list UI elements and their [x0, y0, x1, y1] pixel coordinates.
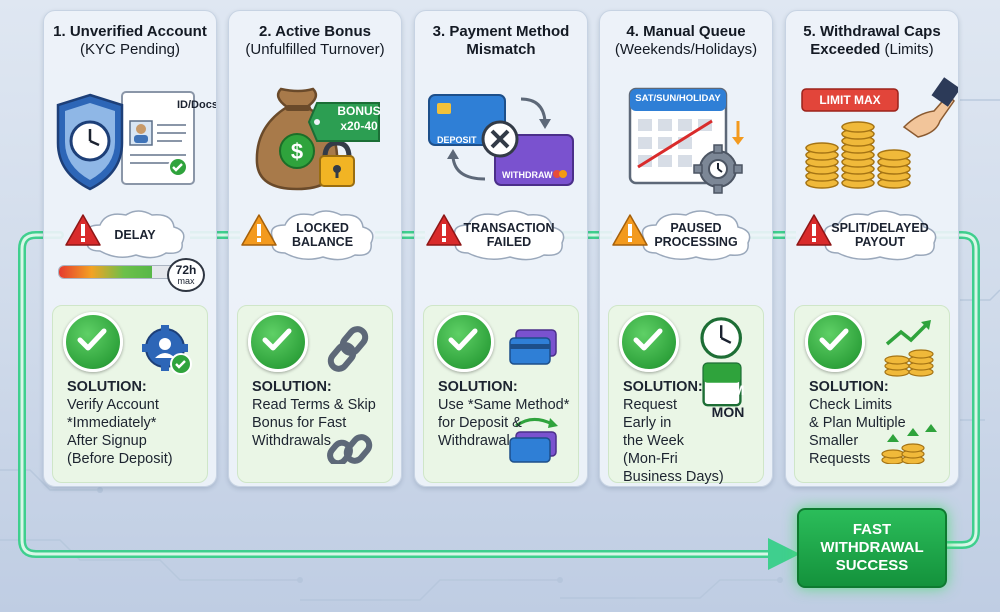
user-gear-icon: [142, 325, 192, 375]
solution-text: Use *Same Method* for Deposit & Withdraw…: [438, 397, 570, 449]
gear-icon: [693, 144, 743, 194]
card-title-main: 4. Manual Queue: [626, 23, 746, 40]
timer-badge: 72h max: [167, 258, 205, 292]
solution-heading: SOLUTION:: [67, 379, 147, 395]
solution-panel: 9 AM MON SOLUTION: Request Early in the …: [608, 305, 764, 485]
progress-fill: [59, 266, 152, 278]
alarm-clock-icon: [700, 317, 742, 407]
issue-cloud-locked-balance: LOCKED BALANCE: [265, 207, 380, 263]
svg-text:$: $: [291, 139, 303, 164]
card-title-sub: (Weekends/Holidays): [614, 41, 758, 58]
issue-cloud-paused-processing: PAUSED PROCESSING: [636, 207, 756, 263]
bonus-tag-line1: BONUS: [337, 104, 381, 118]
card-title: 2. Active Bonus (Unfulfilled Turnover): [229, 23, 401, 59]
solution-panel: SOLUTION: Verify Account *Immediately* A…: [52, 305, 208, 483]
solution-panel: SOLUTION: Read Terms & Skip Bonus for Fa…: [237, 305, 393, 483]
card-title-sub: (Limits): [884, 41, 934, 58]
money-bag-lock-illustration: $: [255, 87, 380, 191]
checkmark-icon: [619, 312, 679, 372]
issue-label: PAUSED PROCESSING: [654, 221, 738, 249]
card-title-main: 2. Active Bonus: [259, 23, 371, 40]
solution-heading: SOLUTION:: [809, 379, 889, 395]
warning-icon: [426, 214, 462, 246]
dollar-coin-icon: [279, 133, 315, 169]
doc-label: ID/Docs: [177, 99, 217, 111]
card-title-main: 1. Unverified Account: [53, 23, 207, 40]
solution-text: Read Terms & Skip Bonus for Fast Withdra…: [252, 397, 376, 449]
warning-icon: [612, 214, 648, 246]
shield-document-illustration: [56, 91, 195, 191]
verification-progress-bar: [58, 265, 176, 279]
hand-icon: [902, 93, 955, 138]
growing-coins-icon: [881, 320, 937, 464]
day-label: MON: [711, 404, 745, 420]
withdraw-card-label: WITHDRAW: [502, 170, 553, 180]
checkmark-icon: [63, 312, 123, 372]
padlock-icon: [319, 140, 355, 187]
swap-arrow-icon: [520, 97, 547, 122]
card-title: 1. Unverified Account (KYC Pending): [44, 23, 216, 59]
chain-link-icon: [327, 326, 373, 464]
card-title-main: 5. Withdrawal Caps Exceeded: [803, 23, 941, 58]
solution-text: Check Limits & Plan Multiple Smaller Req…: [809, 397, 906, 467]
solution-heading: SOLUTION:: [252, 379, 332, 395]
solution-text: Request Early in the Week (Mon-Fri Busin…: [623, 397, 724, 485]
warning-icon: [65, 214, 101, 246]
issue-cloud-split-payout: SPLIT/DELAYED PAYOUT: [818, 207, 942, 263]
card-title: 3. Payment Method Mismatch: [415, 23, 587, 59]
solution-heading: SOLUTION:: [623, 379, 703, 395]
issue-label: LOCKED BALANCE: [291, 221, 354, 249]
coin-stacks-limit-illustration: [801, 77, 958, 189]
timer-value: 72h: [175, 263, 197, 277]
solution-panel: SOLUTION: Use *Same Method* for Deposit …: [423, 305, 579, 483]
issue-cloud-transaction-failed: TRANSACTION FAILED: [448, 207, 570, 263]
cards-sync-icon: [509, 329, 558, 463]
flow-arrowhead: [768, 538, 800, 570]
checkmark-icon: [805, 312, 865, 372]
card-title-main: 3. Payment Method Mismatch: [432, 23, 570, 58]
card-title: 5. Withdrawal Caps Exceeded (Limits): [786, 23, 958, 59]
limit-banner: [801, 88, 899, 112]
warning-icon: [241, 214, 277, 246]
time-label: 9 AM: [711, 382, 745, 398]
issue-label: DELAY: [114, 228, 156, 242]
success-box: FAST WITHDRAWAL SUCCESS: [797, 508, 947, 588]
limit-label: LIMIT MAX: [819, 93, 881, 107]
card-title-sub: (KYC Pending): [79, 41, 181, 58]
checkmark-icon: [248, 312, 308, 372]
timer-unit: max: [177, 276, 195, 286]
issue-label: TRANSACTION FAILED: [463, 221, 555, 249]
coin-stack-icon: [805, 121, 911, 189]
solution-text: Verify Account *Immediately* After Signu…: [67, 397, 173, 467]
calendar-gear-illustration: [628, 87, 744, 194]
card-title-sub: (Unfulfilled Turnover): [245, 41, 385, 58]
issue-label: SPLIT/DELAYED PAYOUT: [831, 221, 929, 249]
bonus-tag-line2: x20-40: [340, 119, 378, 133]
warning-icon: [796, 214, 832, 246]
solution-panel: SOLUTION: Check Limits & Plan Multiple S…: [794, 305, 950, 483]
card-mismatch-illustration: [428, 94, 574, 186]
calendar-label: SAT/SUN/HOLIDAY: [635, 93, 721, 104]
deposit-card-label: DEPOSIT: [437, 135, 477, 145]
card-title: 4. Manual Queue (Weekends/Holidays): [600, 23, 772, 59]
checkmark-icon: [434, 312, 494, 372]
bonus-tag-icon: [307, 102, 380, 142]
solution-heading: SOLUTION:: [438, 379, 518, 395]
